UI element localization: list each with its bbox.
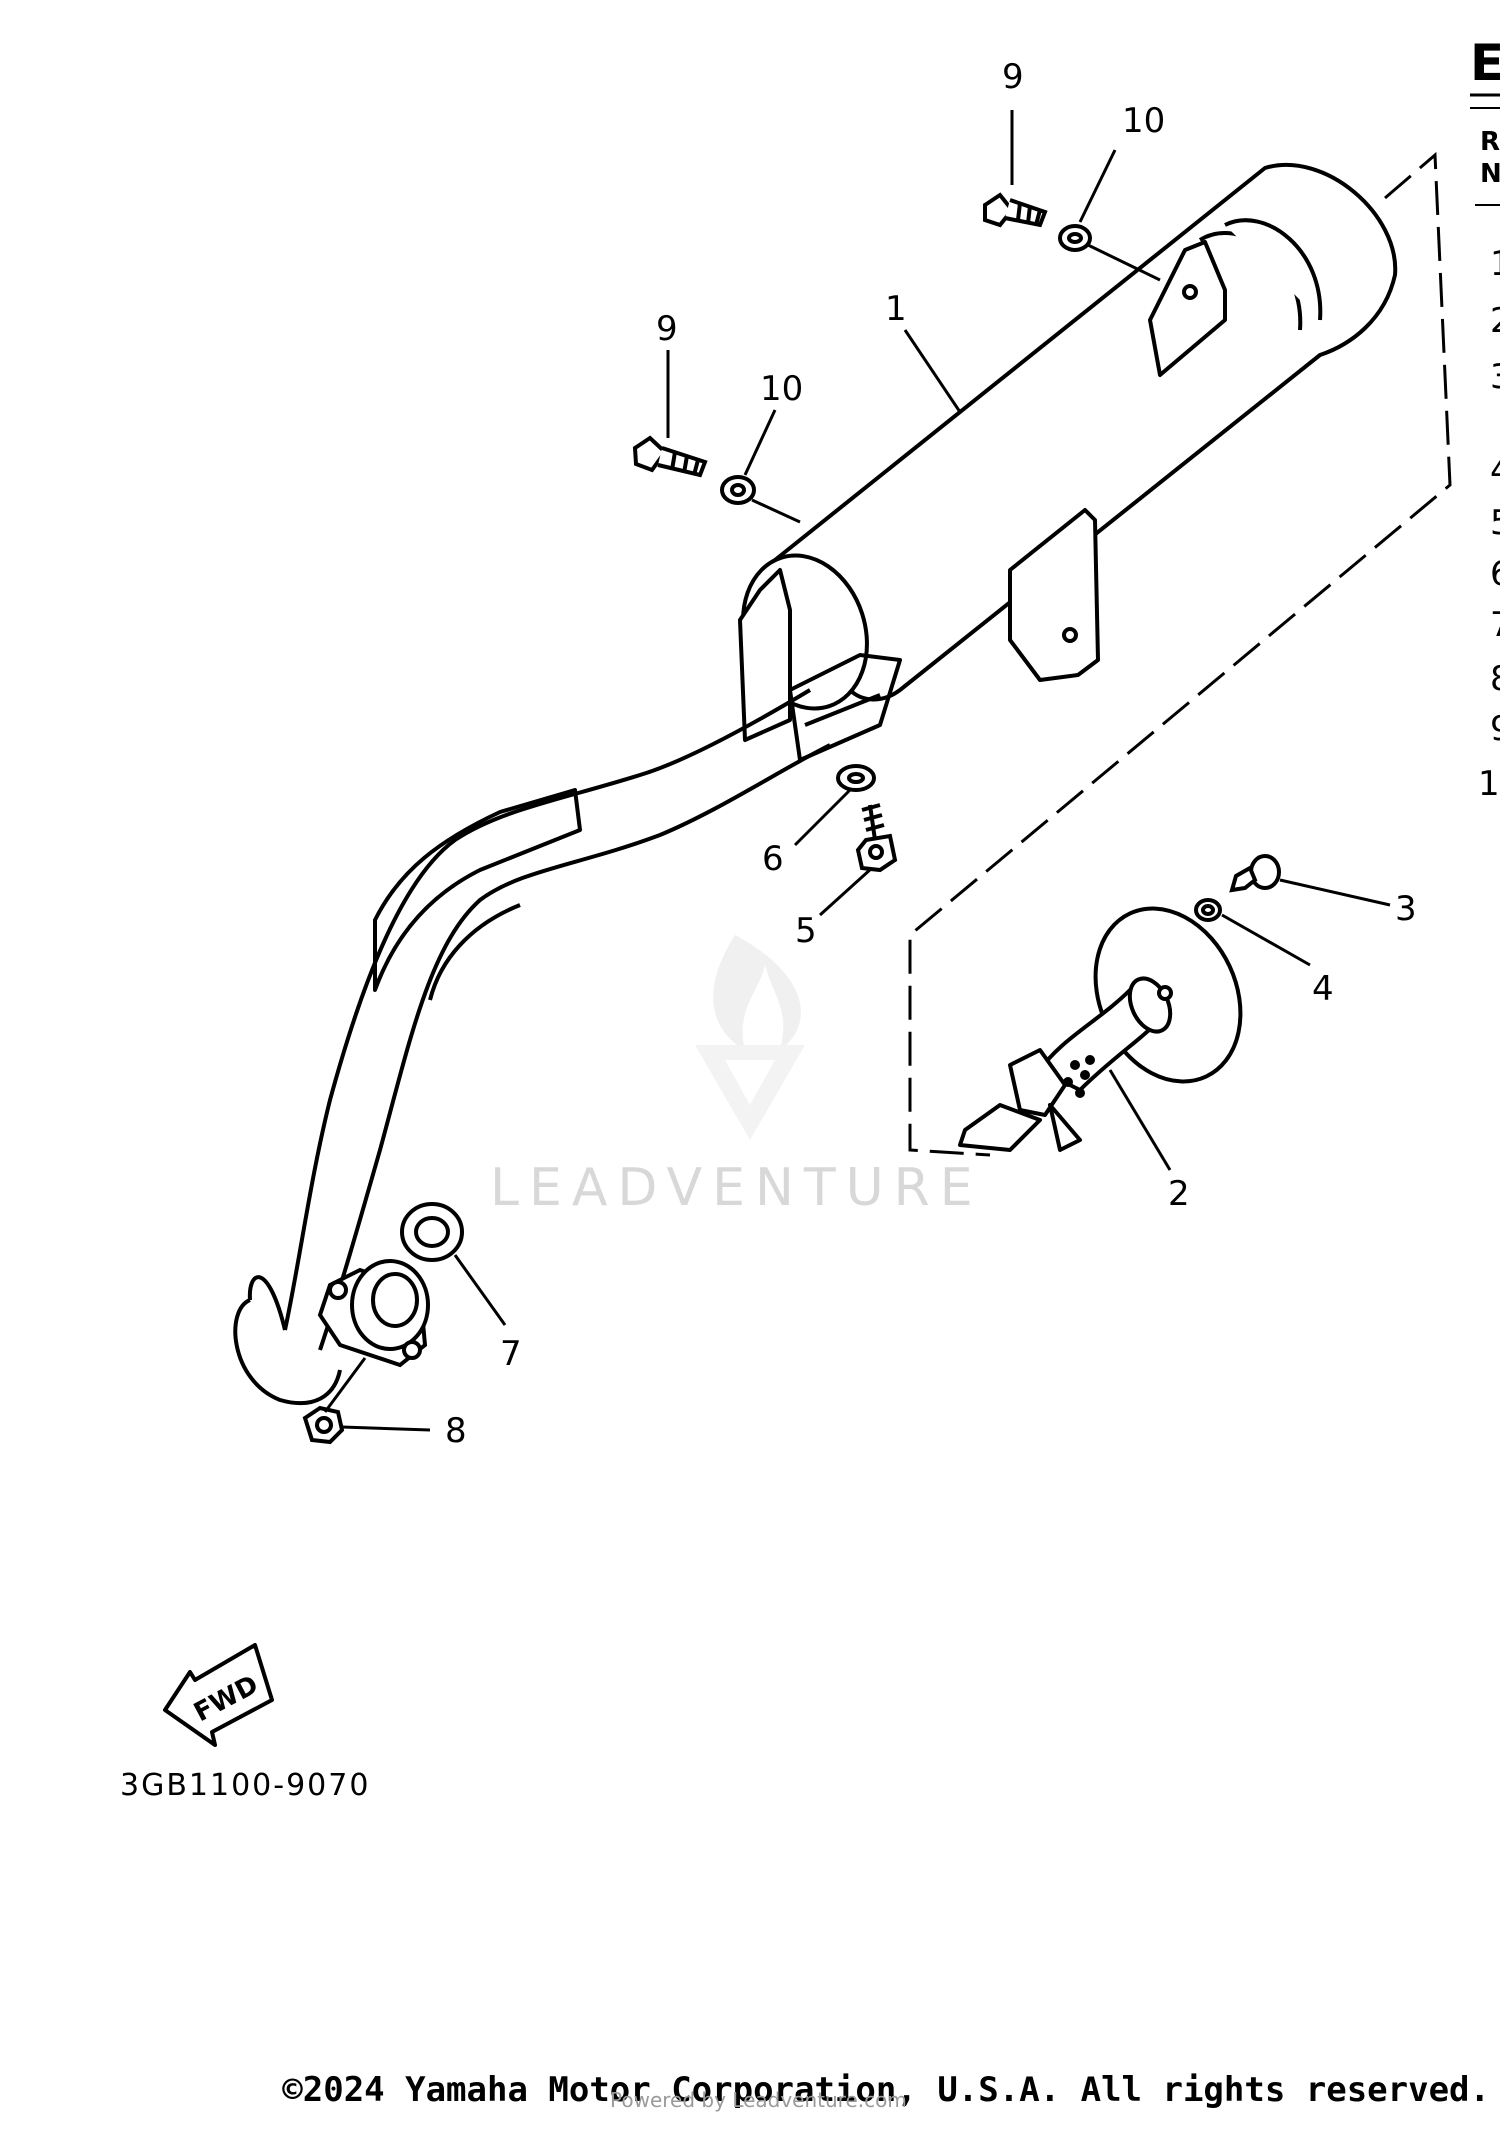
part-code: 3GB1100-9070: [120, 1768, 370, 1803]
right-fragment: 1: [1490, 244, 1500, 284]
header-col-line1: R: [1480, 127, 1500, 157]
callout-6: 6: [762, 839, 784, 879]
leader-lines: [323, 110, 1391, 1432]
right-fragment: 9: [1490, 709, 1500, 749]
callout-8: 8: [445, 1411, 467, 1451]
watermark-text: LEADVENTURE: [490, 1158, 983, 1218]
header-col-line2: N: [1480, 159, 1500, 189]
callout-3: 3: [1395, 889, 1417, 929]
callout-4: 4: [1312, 969, 1334, 1009]
fwd-arrow-icon: FWD: [163, 1643, 274, 1747]
header-letter: E: [1470, 34, 1500, 92]
callout-10: 10: [1122, 101, 1165, 141]
bolt: [632, 435, 708, 478]
exhaust-pipe: [233, 653, 902, 1406]
right-fragment: 6: [1490, 554, 1500, 594]
callout-9: 9: [1002, 57, 1024, 97]
callout-2: 2: [1168, 1174, 1190, 1214]
callout-1: 1: [885, 289, 907, 329]
callout-7: 7: [500, 1334, 522, 1374]
assembly-frame: [908, 151, 1452, 1157]
powered-by-text: Powered by Leadventure.com: [610, 2088, 907, 2112]
right-fragment: 3: [1490, 357, 1500, 397]
callout-5: 5: [795, 911, 817, 951]
right-fragment: 7: [1490, 605, 1500, 645]
muffler: [738, 163, 1398, 742]
watermark-logo: [695, 935, 805, 1140]
right-column-fragments: 1 2 3 4 5 6 7 8 9 1: [1478, 244, 1500, 804]
bolt: [983, 192, 1048, 228]
right-fragment: 2: [1490, 301, 1500, 341]
right-fragment: 5: [1490, 503, 1500, 543]
washer: [836, 764, 876, 792]
gasket: [400, 1202, 464, 1262]
washer: [1058, 224, 1092, 252]
right-fragment: 4: [1490, 451, 1500, 491]
nut: [302, 1405, 345, 1445]
right-fragment: 8: [1490, 659, 1500, 699]
bolt: [855, 803, 898, 873]
callout-10: 10: [760, 369, 803, 409]
callout-9: 9: [656, 309, 678, 349]
copyright-notice: ©2024 Yamaha Motor Corporation, U.S.A. A…: [282, 2070, 1490, 2110]
washer: [720, 475, 756, 505]
header-flange: [317, 1259, 430, 1368]
washer: [1194, 898, 1222, 922]
right-fragment: 1: [1478, 764, 1500, 804]
bolt: [1229, 854, 1281, 893]
spark-arrester: [958, 906, 1243, 1152]
